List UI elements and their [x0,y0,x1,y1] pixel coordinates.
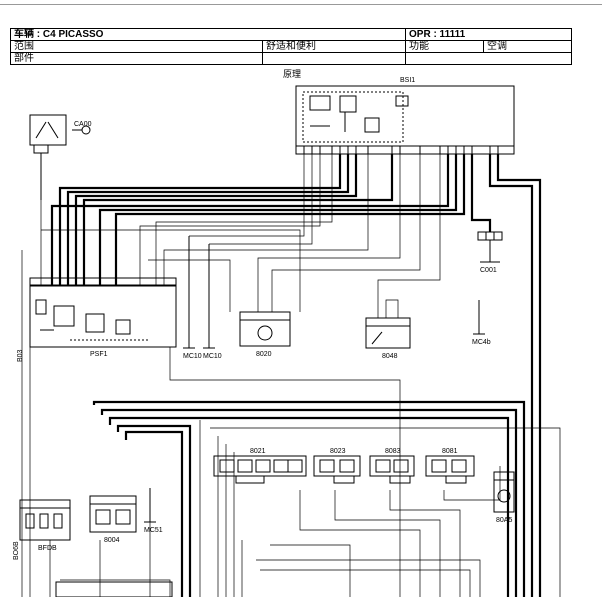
label-c001: C001 [480,267,497,274]
bottom-box [55,581,173,597]
label-b0a5: 80A5 [496,517,512,524]
bsi-unit [295,85,515,155]
top-strip [0,0,602,5]
label-ca00: CA00 [74,121,92,128]
label-b020: 8020 [256,351,272,358]
header-table: 车辆 : C4 PICASSO OPR : 11111 范围 舒适和便利 功能 … [10,28,572,65]
header-row-parts: 部件 [11,53,571,64]
b081-unit [425,455,475,484]
b020-unit [239,311,291,347]
main-harness [50,154,542,597]
mc51-ground [144,488,156,523]
parts-label: 部件 [11,53,263,64]
label-b048: 8048 [382,353,398,360]
ca00-switch [29,114,91,200]
parts-blank [263,53,406,64]
label-bsi: BSI1 [400,77,415,84]
b083-unit [369,455,415,484]
label-bo6b: BO6B [13,541,20,560]
label-bfdb: BFDB [38,545,57,552]
label-b023: 8023 [330,448,346,455]
function-label: 功能 [406,41,484,52]
b048-unit [365,317,411,349]
label-mc4b: MC4b [472,339,491,346]
label-b021: 8021 [250,448,266,455]
function-value: 空调 [487,41,507,52]
grounds [183,236,485,349]
label-b081: 8081 [442,448,458,455]
label-mc10b: MC10 [203,353,222,360]
header-row-vehicle: 车辆 : C4 PICASSO OPR : 11111 [11,29,571,41]
b0a5-unit [493,471,515,513]
opr-cell: OPR : 11111 [409,29,466,40]
thin-wiring [21,154,561,597]
b004-unit [89,495,137,533]
label-mc10a: MC10 [183,353,202,360]
vehicle-cell: 车辆 : C4 PICASSO [11,29,406,40]
scope-value: 舒适和便利 [263,41,406,52]
label-psf1: PSF1 [90,351,108,358]
section-title: 原理 [283,69,302,79]
scope-label: 范围 [11,41,263,52]
label-b083: 8083 [385,448,401,455]
label-mc51: MC51 [144,527,163,534]
psf1-unit [29,277,177,348]
b021-unit [213,455,307,484]
label-b004: 8004 [104,537,120,544]
header-row-scope: 范围 舒适和便利 功能 空调 [11,41,571,53]
bfdb-unit [19,499,71,541]
b023-unit [313,455,361,484]
c001-connector [477,231,503,263]
label-b03: B03 [17,349,24,362]
